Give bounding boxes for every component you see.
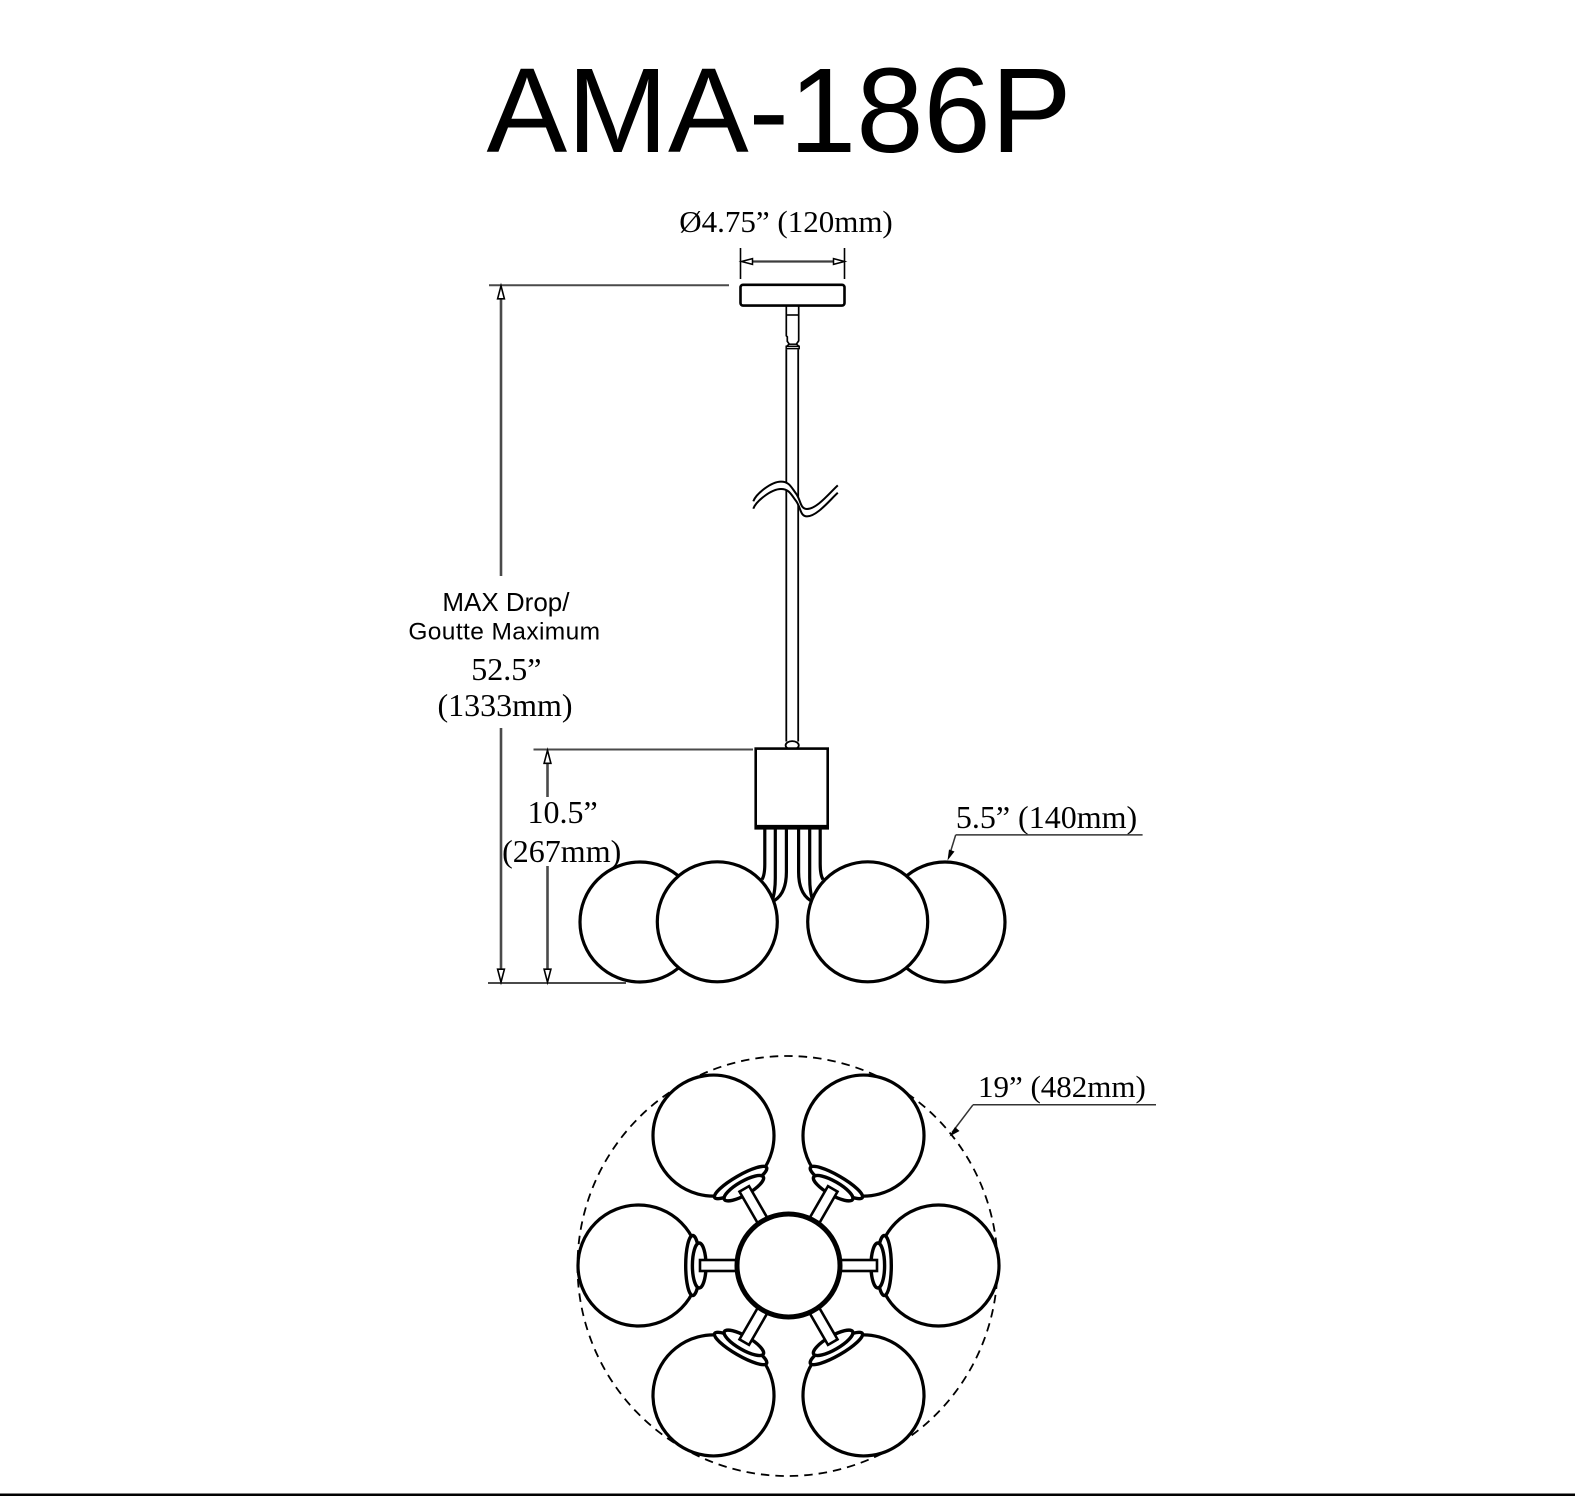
svg-text:52.5”: 52.5” [471, 651, 541, 687]
svg-text:19” (482mm): 19” (482mm) [978, 1069, 1146, 1104]
svg-text:MAX Drop/: MAX Drop/ [442, 587, 570, 617]
svg-text:AMA-186P: AMA-186P [486, 42, 1071, 178]
svg-text:5.5” (140mm): 5.5” (140mm) [956, 799, 1137, 835]
svg-text:Goutte Maximum: Goutte Maximum [408, 619, 600, 646]
svg-text:10.5”: 10.5” [527, 794, 597, 830]
svg-text:Ø4.75” (120mm): Ø4.75” (120mm) [679, 204, 893, 239]
svg-text:(1333mm): (1333mm) [437, 687, 572, 723]
svg-text:(267mm): (267mm) [502, 833, 621, 869]
